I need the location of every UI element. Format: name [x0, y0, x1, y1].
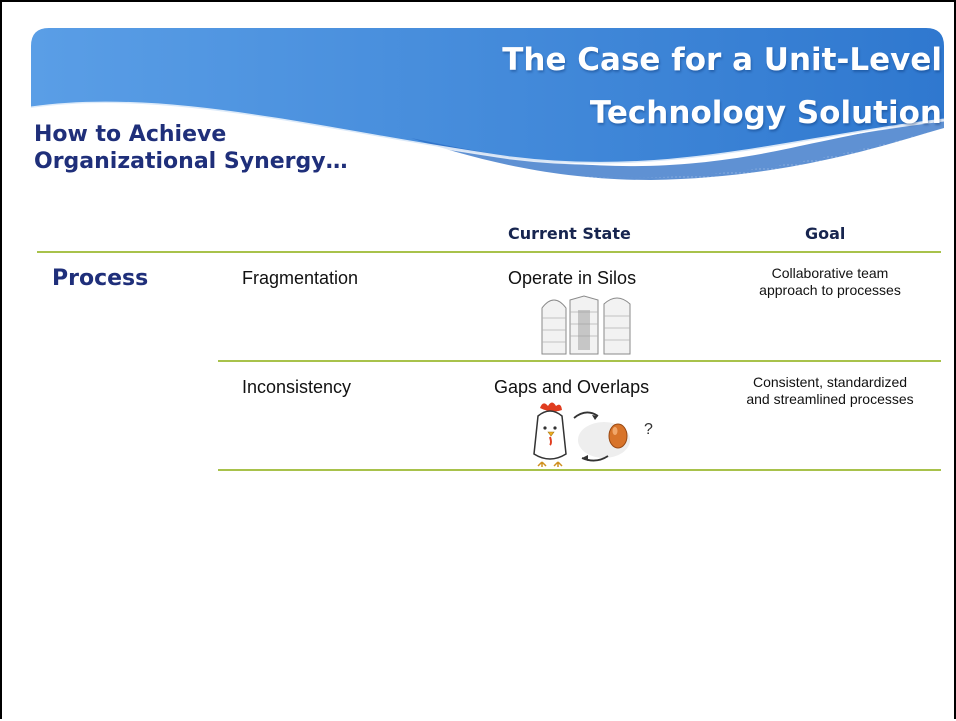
header-divider	[37, 251, 941, 253]
goal-line-1: Collaborative team	[771, 265, 889, 281]
row-current-silos: Operate in Silos	[508, 268, 637, 288]
subtitle-line-2: Organizational Synergy…	[34, 149, 348, 174]
slide-title: The Case for a Unit-Level Technology Sol…	[502, 34, 942, 140]
row-current-gaps: Gaps and Overlaps	[494, 377, 650, 397]
row-divider-2	[218, 469, 941, 471]
row-goal-consistent: Consistent, standardized and streamlined…	[710, 374, 950, 408]
goal-line-1: Consistent, standardized	[752, 374, 908, 390]
title-line-2: Technology Solution	[589, 95, 942, 131]
title-line-1: The Case for a Unit-Level	[502, 42, 942, 78]
subtitle-line-1: How to Achieve	[34, 122, 227, 147]
slide-subtitle: How to Achieve Organizational Synergy…	[34, 121, 348, 175]
row-issue-inconsistency: Inconsistency	[242, 377, 352, 397]
row-issue-fragmentation: Fragmentation	[242, 268, 359, 288]
column-header-goal: Goal	[805, 224, 846, 243]
row-goal-collaborative: Collaborative team approach to processes	[710, 265, 950, 299]
chicken-egg-icon: ?	[533, 402, 653, 467]
column-header-current-state: Current State	[508, 224, 631, 243]
goal-line-2: approach to processes	[759, 282, 901, 298]
question-mark: ?	[644, 421, 653, 438]
section-label-process: Process	[52, 266, 149, 291]
goal-line-2: and streamlined processes	[746, 391, 914, 407]
silos-icon	[541, 295, 631, 355]
row-divider-1	[218, 360, 941, 362]
header-banner	[31, 28, 944, 182]
